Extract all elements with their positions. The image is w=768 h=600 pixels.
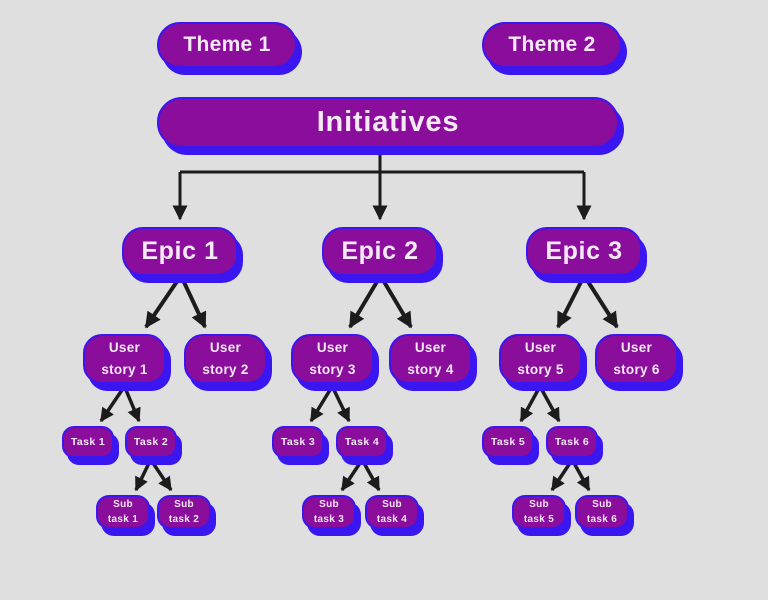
arrow-epic1-us2 bbox=[181, 279, 207, 329]
arrow-task2-sub1 bbox=[134, 462, 151, 492]
arrows-tasks-to-subtasks bbox=[134, 462, 591, 492]
node-user-story-5: User story 5 bbox=[499, 334, 582, 384]
arrow-epic3-us6 bbox=[585, 278, 619, 329]
arrow-us1-task2 bbox=[124, 389, 141, 423]
arrow-epic1-us1 bbox=[144, 278, 180, 329]
node-epic-1: Epic 1 bbox=[122, 227, 238, 276]
node-user-story-2: User story 2 bbox=[184, 334, 267, 384]
arrows-initiatives-to-epics bbox=[172, 150, 592, 221]
arrow-us3-task4 bbox=[332, 389, 351, 423]
arrow-epic2-us4 bbox=[381, 278, 413, 329]
arrows-epics-to-stories bbox=[144, 278, 619, 329]
node-task-1: Task 1 bbox=[62, 426, 114, 458]
arrow-task4-sub3 bbox=[340, 462, 362, 492]
node-theme-1: Theme 1 bbox=[157, 22, 297, 68]
node-sub-task-3: Sub task 3 bbox=[302, 495, 356, 529]
node-initiatives: Initiatives bbox=[157, 97, 619, 148]
node-epic-3: Epic 3 bbox=[526, 227, 642, 276]
node-user-story-4: User story 4 bbox=[389, 334, 472, 384]
node-sub-task-1: Sub task 1 bbox=[96, 495, 150, 529]
node-sub-task-2: Sub task 2 bbox=[157, 495, 211, 529]
arrow-task6-sub6 bbox=[572, 462, 591, 492]
arrow-us1-task1 bbox=[99, 389, 124, 423]
node-user-story-3: User story 3 bbox=[291, 334, 374, 384]
node-sub-task-5: Sub task 5 bbox=[512, 495, 566, 529]
node-task-3: Task 3 bbox=[272, 426, 324, 458]
node-task-5: Task 5 bbox=[482, 426, 534, 458]
node-theme-2: Theme 2 bbox=[482, 22, 622, 68]
arrows-stories-to-tasks bbox=[99, 389, 561, 423]
node-task-2: Task 2 bbox=[125, 426, 177, 458]
arrow-us5-task6 bbox=[540, 389, 561, 423]
node-task-6: Task 6 bbox=[546, 426, 598, 458]
arrow-epic2-us3 bbox=[348, 278, 380, 329]
arrow-task4-sub4 bbox=[362, 462, 381, 492]
arrow-epic3-us5 bbox=[556, 279, 584, 329]
arrow-us3-task3 bbox=[309, 389, 332, 423]
arrow-us5-task5 bbox=[519, 389, 540, 423]
node-task-4: Task 4 bbox=[336, 426, 388, 458]
node-user-story-6: User story 6 bbox=[595, 334, 678, 384]
arrow-task2-sub2 bbox=[151, 462, 173, 492]
node-sub-task-4: Sub task 4 bbox=[365, 495, 419, 529]
node-sub-task-6: Sub task 6 bbox=[575, 495, 629, 529]
node-epic-2: Epic 2 bbox=[322, 227, 438, 276]
arrow-task6-sub5 bbox=[550, 462, 572, 492]
node-user-story-1: User story 1 bbox=[83, 334, 166, 384]
